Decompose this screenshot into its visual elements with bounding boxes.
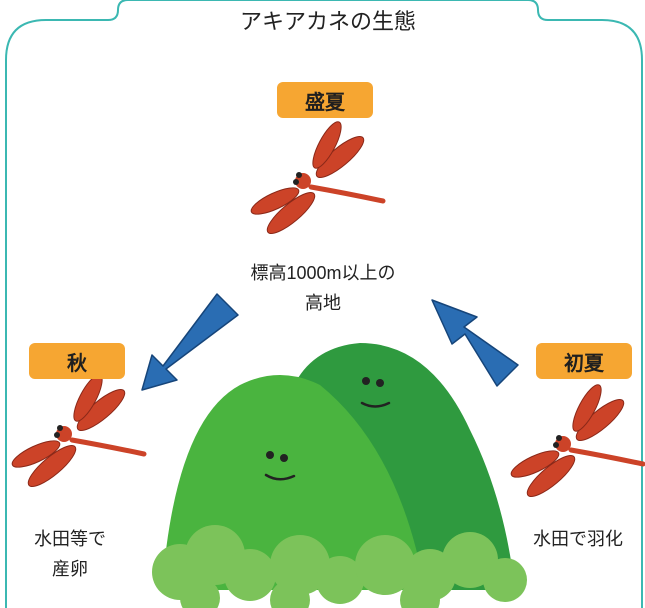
mountains-illustration: [152, 343, 527, 608]
label-autumn-line1: 水田等で: [34, 529, 106, 549]
label-autumn: 水田等で 産卵: [14, 524, 126, 584]
frame-border: [5, 0, 643, 608]
arrow-to-autumn: [141, 293, 239, 391]
mountain-face-front: [264, 451, 296, 481]
label-early-summer: 水田で羽化: [533, 529, 623, 549]
label-highland-line2: 高地: [305, 293, 341, 313]
badge-autumn: 秋: [29, 343, 125, 379]
dragonfly-early-summer: [508, 381, 643, 502]
dragonfly-midsummer: [248, 118, 383, 239]
label-highland-line1: 標高1000m以上の: [250, 263, 396, 283]
mountain-face-back: [360, 377, 391, 408]
label-autumn-line2: 産卵: [52, 559, 88, 579]
label-highland: 標高1000m以上の 高地: [200, 258, 446, 318]
arrow-to-midsummer: [431, 299, 519, 387]
badge-early-summer: 初夏: [536, 343, 632, 379]
bushes: [152, 525, 527, 608]
badge-midsummer: 盛夏: [277, 82, 373, 118]
dragonfly-autumn: [9, 371, 144, 492]
diagram-title: アキアカネの生態: [239, 9, 416, 34]
